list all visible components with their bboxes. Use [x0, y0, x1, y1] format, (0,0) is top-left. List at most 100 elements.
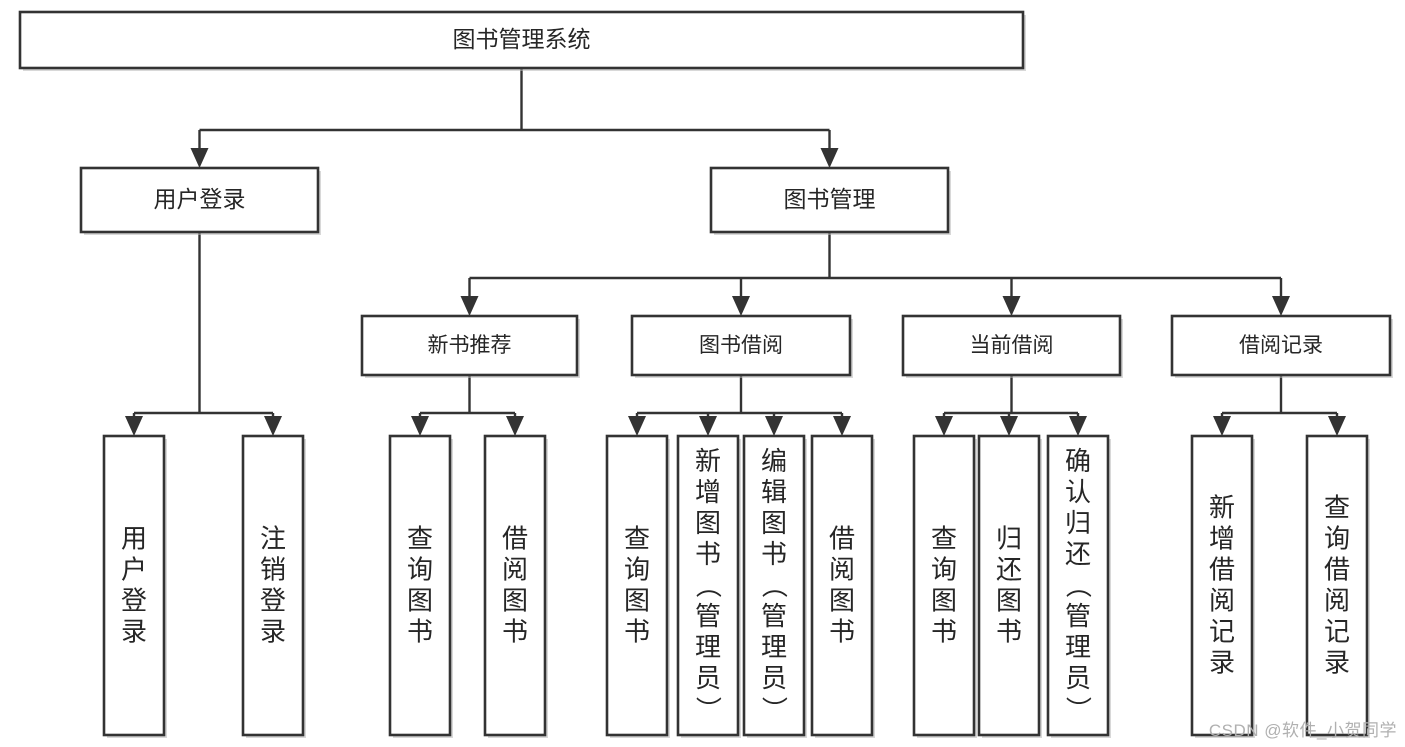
node-label-char: 记	[1209, 617, 1235, 647]
node-box[interactable]	[810, 434, 874, 737]
node-label: 图书管理系统	[453, 26, 591, 52]
node-label: 图书借阅	[699, 334, 783, 357]
node-box[interactable]	[676, 434, 740, 737]
node-box[interactable]	[742, 434, 806, 737]
node-label-char: 管	[695, 601, 721, 631]
node-label-char: 阅	[1209, 586, 1235, 616]
node-label-char: 理	[761, 632, 787, 662]
arrow-down-icon	[833, 416, 851, 436]
node-label-char: 员	[695, 663, 721, 693]
node-label: 当前借阅	[970, 334, 1054, 357]
node-root[interactable]: 图书管理系统	[18, 10, 1026, 71]
node-leaf-user-login[interactable]: 用户登录	[102, 434, 167, 738]
node-box[interactable]	[630, 314, 852, 377]
node-label-char: 员	[1065, 663, 1091, 693]
node-label-char: 增	[1209, 524, 1235, 554]
node-label-char: 图	[931, 586, 957, 616]
node-box[interactable]	[1305, 434, 1369, 737]
node-label-char: 图	[996, 586, 1022, 616]
node-label-char: ）	[1063, 696, 1093, 722]
node-label: 新书推荐	[428, 334, 512, 357]
node-label-char: 查	[931, 524, 957, 554]
node-book-manage[interactable]: 图书管理	[709, 166, 951, 235]
node-box[interactable]	[912, 434, 976, 737]
node-label-char: 管	[761, 601, 787, 631]
node-label-char: 图	[502, 586, 528, 616]
arrow-down-icon	[820, 148, 839, 168]
node-user-login[interactable]: 用户登录	[79, 166, 321, 235]
node-label-char: 录	[1209, 648, 1235, 678]
node-box[interactable]	[102, 434, 166, 737]
node-box[interactable]	[901, 314, 1122, 377]
node-label-char: 认	[1065, 477, 1091, 507]
arrow-down-icon	[935, 416, 953, 436]
node-box[interactable]	[388, 434, 452, 737]
node-label-char: （	[1063, 572, 1093, 598]
node-label-char: 录	[1324, 648, 1350, 678]
arrow-down-icon	[506, 416, 524, 436]
node-label-char: 新	[695, 446, 721, 476]
arrow-down-icon	[1002, 296, 1021, 316]
node-label-char: 图	[407, 586, 433, 616]
node-box[interactable]	[709, 166, 950, 234]
node-label-char: 阅	[1324, 586, 1350, 616]
node-label-char: 录	[260, 617, 286, 647]
node-book-borrow[interactable]: 图书借阅	[630, 314, 853, 378]
node-box[interactable]	[1046, 434, 1110, 737]
node-label-char: 借	[829, 524, 855, 554]
node-label-char: 图	[761, 508, 787, 538]
node-label-char: 图	[624, 586, 650, 616]
node-new-book-rec[interactable]: 新书推荐	[360, 314, 580, 378]
node-current-borrow[interactable]: 当前借阅	[901, 314, 1123, 378]
node-box[interactable]	[241, 434, 305, 737]
node-box[interactable]	[1190, 434, 1254, 737]
node-box[interactable]	[360, 314, 579, 377]
node-label-char: 询	[407, 555, 433, 585]
node-box[interactable]	[977, 434, 1041, 737]
node-box[interactable]	[18, 10, 1025, 70]
arrow-down-icon	[1000, 416, 1018, 436]
arrow-down-icon	[1213, 416, 1231, 436]
arrow-down-icon	[765, 416, 783, 436]
arrow-down-icon	[699, 416, 717, 436]
node-label-char: 辑	[761, 477, 787, 507]
node-label-char: ）	[759, 696, 789, 722]
node-borrow-record[interactable]: 借阅记录	[1170, 314, 1393, 378]
node-label-char: 记	[1324, 617, 1350, 647]
node-label-char: 户	[121, 555, 147, 585]
arrow-down-icon	[1328, 416, 1346, 436]
node-label-char: 归	[996, 524, 1022, 554]
node-label-char: 销	[260, 555, 286, 585]
node-box[interactable]	[1170, 314, 1392, 377]
node-label-vertical: 用户登录	[121, 524, 147, 647]
node-box[interactable]	[79, 166, 320, 234]
arrow-down-icon	[732, 296, 750, 316]
node-label-char: 新	[1209, 493, 1235, 523]
node-label: 用户登录	[154, 186, 246, 212]
node-box[interactable]	[605, 434, 669, 737]
node-label-char: 归	[1065, 508, 1091, 538]
node-label-char: 书	[931, 617, 957, 647]
node-label-char: （	[759, 572, 789, 598]
node-label-char: 图	[829, 586, 855, 616]
node-box[interactable]	[483, 434, 547, 737]
